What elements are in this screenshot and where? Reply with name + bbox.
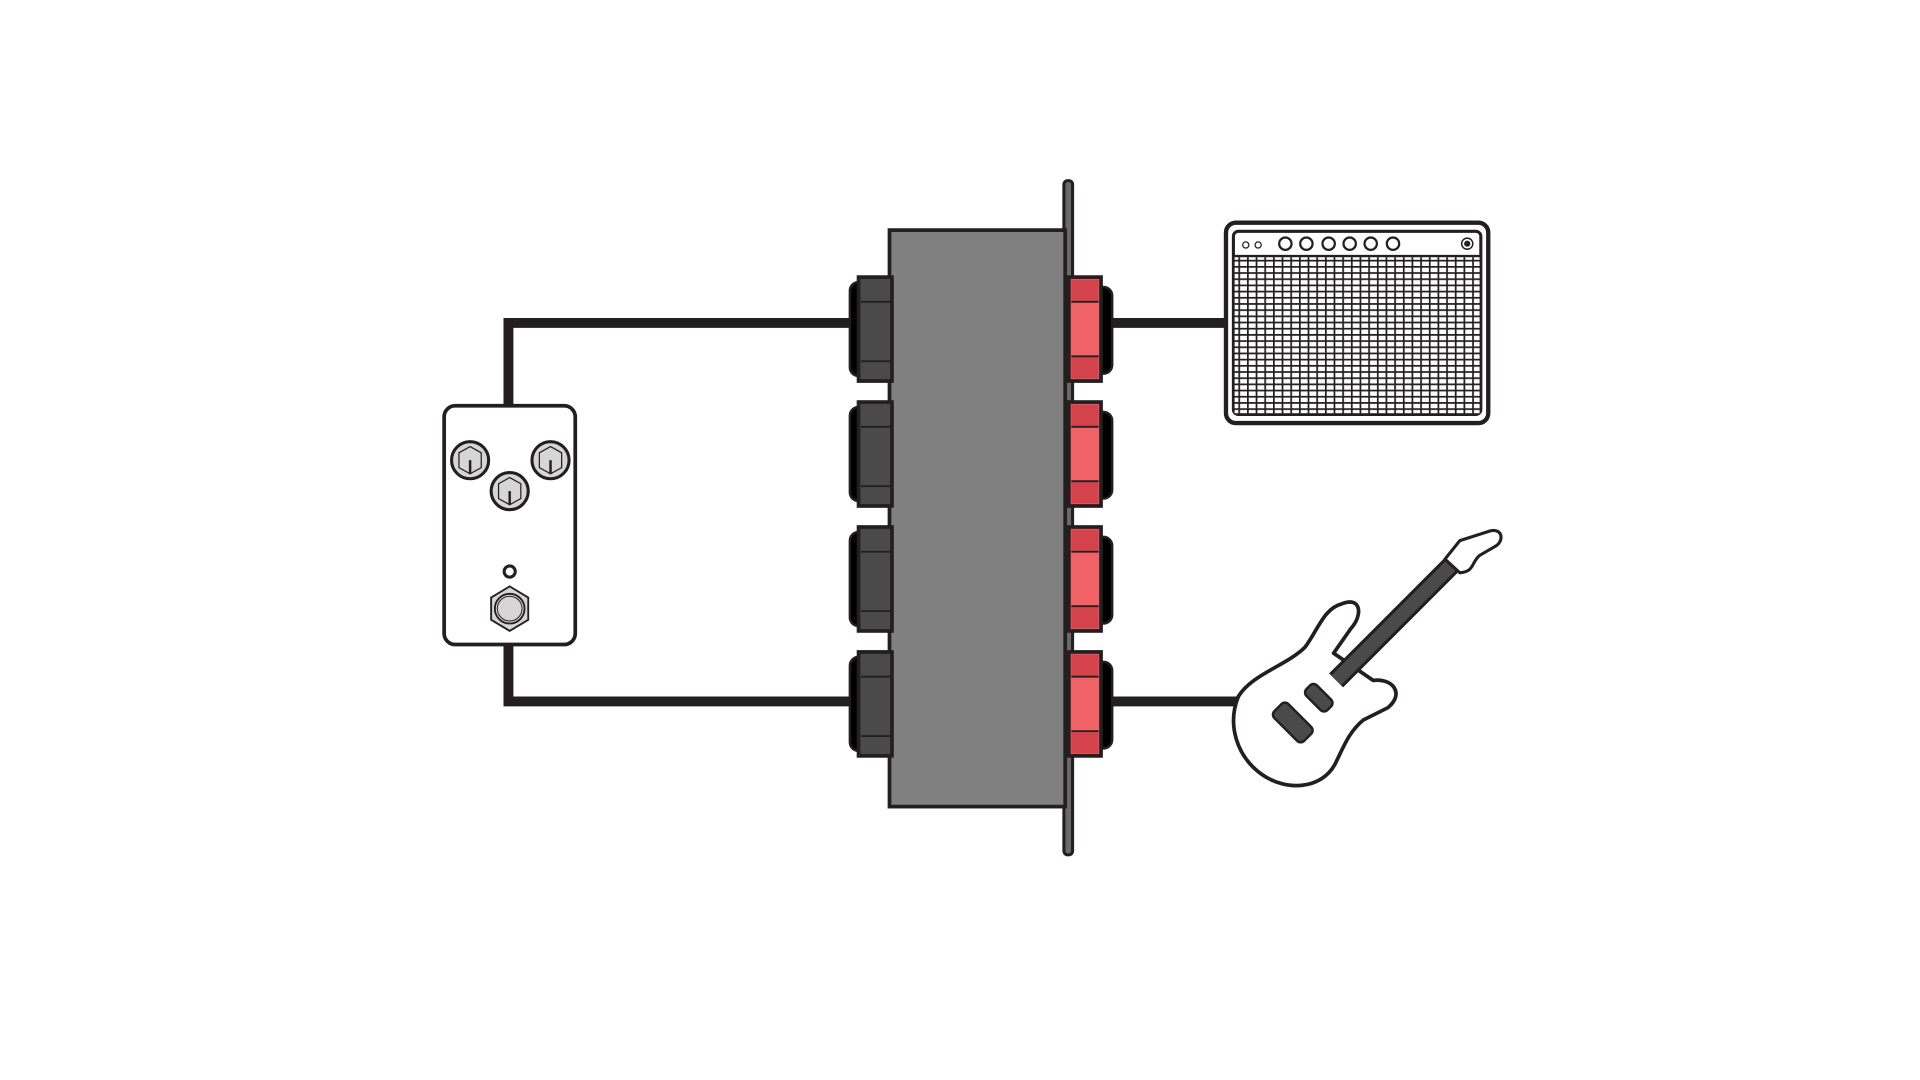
guitar-pickup [1271, 701, 1314, 744]
footswitch-icon [490, 585, 530, 633]
knob-icon [450, 440, 571, 512]
front-jack [1067, 275, 1115, 383]
cable-pedal-input [503, 317, 852, 409]
front-jack [1067, 525, 1115, 633]
led-icon [502, 564, 517, 579]
effects-pedal [442, 403, 578, 647]
rear-jack [848, 400, 894, 508]
rear-jack [848, 275, 894, 383]
cable-pedal-output [503, 643, 852, 707]
amp-grille [1234, 257, 1480, 414]
cables [503, 317, 1240, 707]
amp-knob-icon [1242, 236, 1474, 252]
guitar-pickup [1303, 682, 1334, 713]
patchbay-body [887, 228, 1068, 809]
guitar-headstock [1443, 528, 1503, 575]
rear-jack [848, 525, 894, 633]
amplifier [1223, 220, 1491, 426]
front-jack [1067, 650, 1115, 758]
rear-jack [848, 650, 894, 758]
front-jack [1067, 400, 1115, 508]
patchbay [848, 179, 1115, 857]
electric-guitar [1231, 528, 1503, 788]
